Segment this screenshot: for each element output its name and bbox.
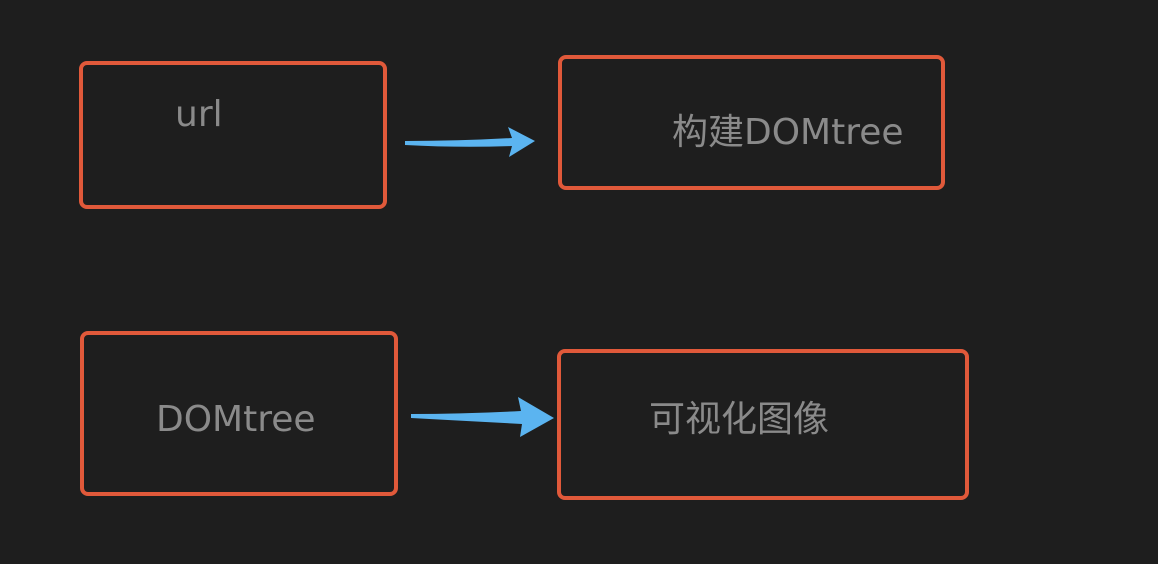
url-node-label: url [175,94,223,135]
visual-image-node: 可视化图像 [557,349,969,500]
build-domtree-node: 构建DOMtree [558,55,945,190]
arrow-url-to-build-domtree [405,127,535,157]
domtree-node: DOMtree [80,331,398,496]
visual-image-node-label: 可视化图像 [649,399,830,440]
arrow-domtree-to-visual-image [411,397,554,437]
url-node: url [79,61,387,209]
domtree-node-label: DOMtree [156,399,316,440]
build-domtree-node-label: 构建DOMtree [672,112,904,153]
